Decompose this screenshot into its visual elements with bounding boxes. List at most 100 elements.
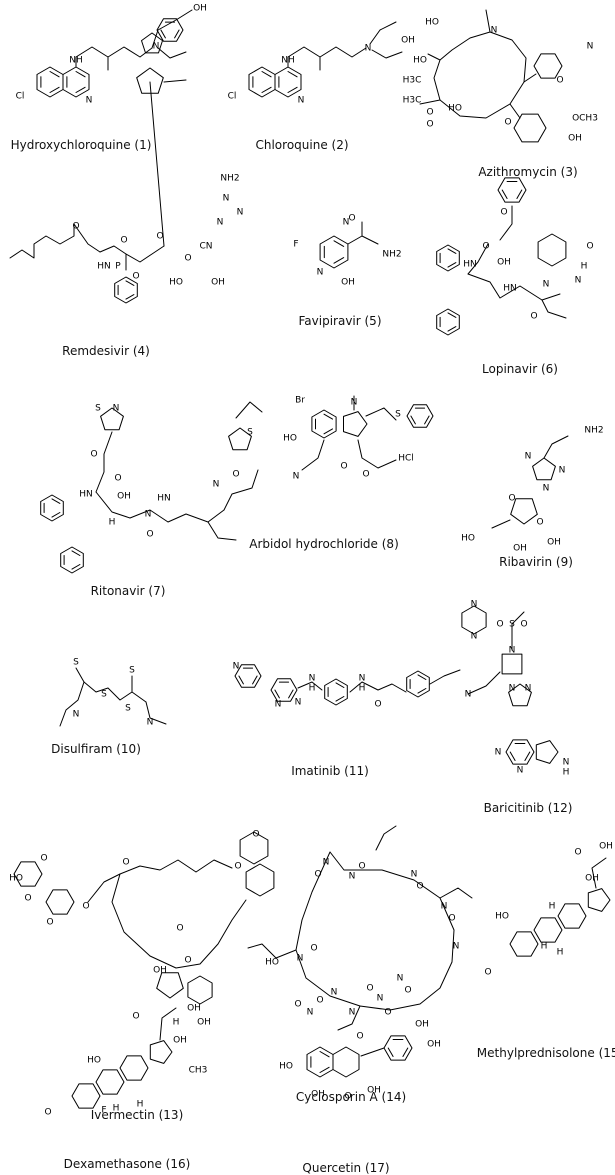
cyc-valine-side-chain <box>337 1005 361 1031</box>
bar-atom-label: N <box>563 758 570 768</box>
dis-diethylamine-1 <box>59 681 85 727</box>
lop-amide-1 <box>467 243 489 275</box>
ima-pyridine-ring <box>234 664 262 688</box>
lop-atom-label: OH <box>497 258 511 268</box>
dis-atom-label: S <box>73 658 79 668</box>
ive-hexahydrobenzofuran-ring <box>187 975 213 1005</box>
dis-backbone <box>83 681 147 703</box>
azi-hydroxy-bond <box>427 53 441 61</box>
arb-ester <box>357 439 397 469</box>
cyc-atom-label: N <box>349 872 356 882</box>
hcq-atom-label: OH <box>193 4 207 14</box>
rib-atom-label: HO <box>461 534 475 544</box>
que-b-ring-double-bond <box>387 1047 394 1057</box>
hcq-hydroxyethyl <box>151 9 193 49</box>
dex-ring-a <box>71 1083 101 1109</box>
lop-atom-label: O <box>482 242 489 252</box>
fav-atom-label: OH <box>341 278 355 288</box>
rem-atom-label: O <box>132 272 139 282</box>
lop-atom-label: HN <box>503 284 517 294</box>
compound-caption: Ivermectin (13) <box>90 1108 184 1122</box>
hcq-atom-label: N <box>153 42 160 52</box>
compound-caption: Hydroxychloroquine (1) <box>10 138 152 152</box>
ima-benzamide-ring-double-bond <box>417 674 427 680</box>
cyc-atom-label: N <box>307 1008 314 1018</box>
ima-methylphenyl-ring-double-bond <box>335 682 345 688</box>
que-atom-label: HO <box>279 1062 293 1072</box>
que-atom-label: OH <box>311 1090 325 1100</box>
que-atom-label: O <box>356 1032 363 1042</box>
ive-atom-label: O <box>252 830 259 840</box>
rit-benzyl-ring-2-double-bond <box>71 550 81 556</box>
cyc-atom-label: N <box>453 942 460 952</box>
que-atom-label: OH <box>427 1040 441 1050</box>
dex-hydroxyacetyl <box>159 1007 177 1041</box>
bar-azetidine-ring <box>501 653 523 675</box>
mpr-atom-label: H <box>549 902 556 912</box>
arb-pyrrole-ring <box>343 411 368 437</box>
cyc-atom-label: N <box>397 974 404 984</box>
lop-benzyl-ring-2-double-bond <box>447 312 457 318</box>
mpr-ring-a <box>509 931 539 957</box>
azi-atom-label: H3C <box>403 96 422 106</box>
ive-atom-label: OH <box>153 966 167 976</box>
mpr-atom-label: H <box>541 942 548 952</box>
rem-atom-label: N <box>217 218 224 228</box>
rit-benzyl-ring-1-double-bond <box>51 512 61 518</box>
bar-atom-label: N <box>465 690 472 700</box>
ima-methylphenyl-ring <box>324 678 348 706</box>
rem-atom-label: CN <box>199 242 212 252</box>
lop-benzyl-ring-1-double-bond <box>447 262 457 268</box>
mpr-atom-label: O <box>574 848 581 858</box>
dex-atom-label: O <box>132 1012 139 1022</box>
ive-furan-ring <box>156 972 184 999</box>
bar-pyrimidine-ring-double-bond <box>509 751 516 761</box>
rit-valine-isopropyl <box>207 521 237 541</box>
cyc-leucine-side-chain-2 <box>439 887 473 899</box>
ima-pyrimidine-ring-double-bond <box>274 689 280 699</box>
fav-atom-label: NH2 <box>382 250 401 260</box>
rem-phenyl-ring-double-bond <box>125 294 135 300</box>
lop-atom-label: N <box>575 276 582 286</box>
azi-n-methyl <box>485 9 491 33</box>
mpr-ring-c <box>557 903 587 929</box>
rit-atom-label: N <box>213 480 220 490</box>
bar-pyrrole-ring <box>535 740 559 764</box>
cq-pyridine-ring <box>274 66 302 98</box>
que-b-ring-link <box>360 1047 385 1057</box>
bar-atom-label: O <box>520 620 527 630</box>
cq-benzene-ring-double-bond <box>261 86 272 93</box>
ima-atom-label: N <box>275 700 282 710</box>
bar-pyrazole-ring <box>508 683 532 707</box>
rib-atom-label: O <box>536 518 543 528</box>
dis-atom-label: N <box>73 710 80 720</box>
hcq-atom-label: NH <box>69 56 83 66</box>
rit-thiophene-ring <box>228 427 252 451</box>
cq-pyridine-ring-double-bond <box>287 71 298 78</box>
fav-atom-label: O <box>348 214 355 224</box>
dex-atom-label: CH3 <box>189 1066 208 1076</box>
hcq-atom-label: Cl <box>16 92 25 102</box>
ima-piperazine-ring <box>461 605 487 635</box>
cyc-atom-label: HO <box>265 958 279 968</box>
rit-atom-label: HN <box>157 494 171 504</box>
bar-atom-label: N <box>509 646 516 656</box>
lop-atom-label: O <box>500 208 507 218</box>
arb-atom-label: O <box>362 470 369 480</box>
azi-desosamine-ring <box>533 53 563 79</box>
dex-atom-label: OH <box>187 1004 201 1014</box>
dex-ring-d <box>149 1040 173 1064</box>
mpr-hydroxyacetyl <box>591 857 607 889</box>
rit-urea <box>223 469 259 511</box>
cyc-mebmt-side-chain <box>247 943 297 959</box>
que-atom-label: O <box>344 1092 351 1102</box>
rit-atom-label: O <box>114 474 121 484</box>
hcq-benzene-ring-double-bond <box>49 86 60 93</box>
rit-atom-label: OH <box>117 492 131 502</box>
ima-atom-label: N <box>295 698 302 708</box>
cyc-atom-label: N <box>441 902 448 912</box>
ima-amide-link <box>349 681 407 693</box>
rib-atom-label: N <box>525 452 532 462</box>
lop-benzyl-ring-1 <box>436 244 460 272</box>
azi-atom-label: N <box>491 26 498 36</box>
